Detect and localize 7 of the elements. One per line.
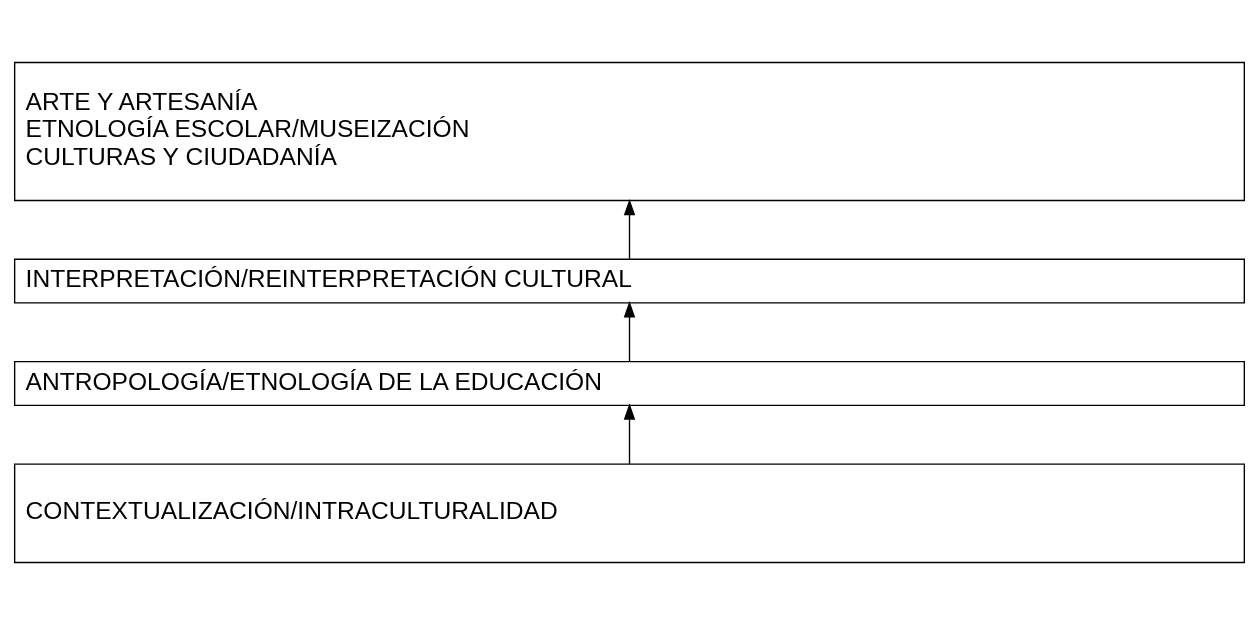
arrow xyxy=(623,301,636,363)
arrow xyxy=(623,403,636,465)
node-box: CONTEXTUALIZACIÓN/INTRACULTURALIDAD xyxy=(13,463,1246,564)
node-box: ANTROPOLOGÍA/ETNOLOGÍA DE LA EDUCACIÓN xyxy=(13,361,1246,407)
arrow xyxy=(623,198,636,260)
node-box: ARTE Y ARTESANÍA ETNOLOGÍA ESCOLAR/MUSEIZACIÓN CULTURAS Y CIUDADANÍA xyxy=(13,61,1246,202)
node-box: INTERPRETACIÓN/REINTERPRETACIÓN CULTURAL xyxy=(13,258,1246,304)
